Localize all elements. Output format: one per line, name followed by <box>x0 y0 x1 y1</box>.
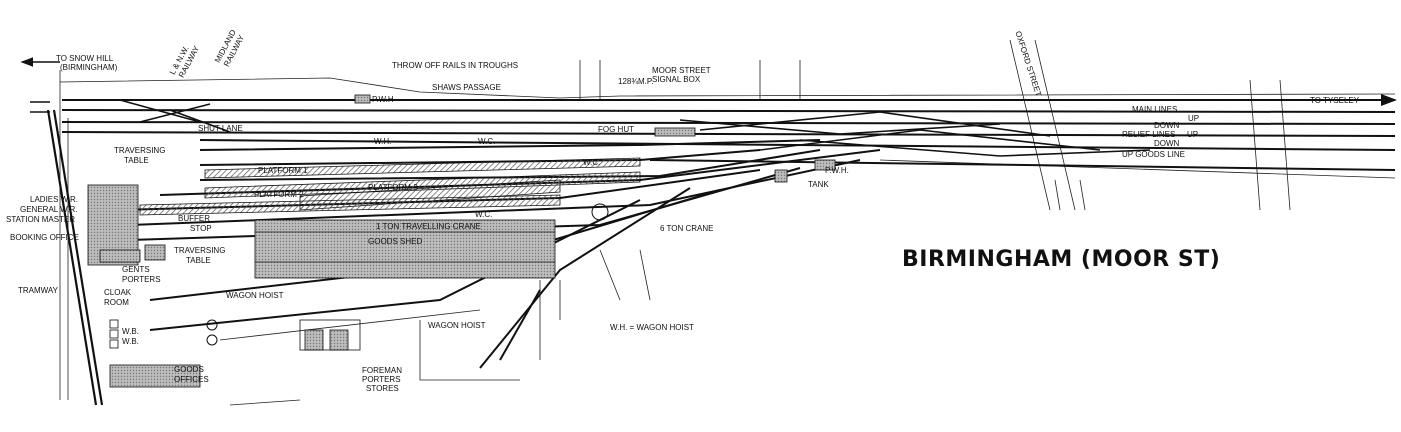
label-general-wr: GENERAL W.R. <box>20 205 78 214</box>
label-wc-1: W.C. <box>478 137 496 146</box>
map-title: BIRMINGHAM (MOOR ST) <box>902 247 1221 272</box>
label-pwh-top: P.W.H <box>372 95 394 104</box>
label-porters-2: PORTERS <box>362 375 401 384</box>
label-gents: GENTS <box>122 265 150 274</box>
platforms <box>139 157 641 216</box>
label-platform-3: PLATFORM 3 <box>368 183 418 192</box>
label-goods: GOODS <box>174 365 204 374</box>
label-down-2: DOWN <box>1154 139 1180 148</box>
label-to-snow-hill: TO SNOW HILL <box>56 54 114 63</box>
street-boundaries <box>59 39 1396 406</box>
label-station-master: STATION MASTER <box>6 215 76 224</box>
label-cloak: CLOAK <box>104 288 132 297</box>
tramway <box>46 109 104 406</box>
label-wc-3: W.C. <box>475 210 493 219</box>
label-pwh-tank: P.W.H. <box>825 166 849 175</box>
label-fog-hut: FOG HUT <box>598 125 634 134</box>
label-buffer: BUFFER <box>178 214 210 223</box>
label-up-goods-line: UP GOODS LINE <box>1122 150 1185 159</box>
label-wc-2: W.C. <box>583 158 601 167</box>
label-main-lines: MAIN LINES <box>1132 105 1178 114</box>
label-ladies-wr: LADIES W.R. <box>30 195 79 204</box>
label-up-2: UP <box>1187 130 1199 139</box>
label-wagon-hoist-2: WAGON HOIST <box>428 321 486 330</box>
crossovers <box>119 99 1151 157</box>
label-1-ton-crane: 1 TON TRAVELLING CRANE <box>376 222 481 231</box>
label-tramway: TRAMWAY <box>18 286 58 295</box>
label-goods-shed: GOODS SHED <box>368 237 423 246</box>
label-tank: TANK <box>808 180 829 189</box>
label-wagon-hoist-1: WAGON HOIST <box>226 291 284 300</box>
westward-arrows <box>20 57 60 113</box>
label-stop: STOP <box>190 224 212 233</box>
label-porters: PORTERS <box>122 275 161 284</box>
label-foreman: FOREMAN <box>362 366 402 375</box>
main-running-lines <box>61 94 1397 171</box>
platform-2 <box>204 171 641 199</box>
label-traversing-table-2: TABLE <box>124 156 149 165</box>
label-6-ton-crane: 6 TON CRANE <box>660 224 714 233</box>
label-milepost: 128¾M.P. <box>618 77 654 86</box>
label-down-1: DOWN <box>1154 121 1180 130</box>
goods-shed <box>254 219 556 279</box>
label-signal-box: SIGNAL BOX <box>652 75 701 84</box>
platform-1 <box>204 157 641 179</box>
label-room: ROOM <box>104 298 129 307</box>
label-shut-lane: SHUT LANE <box>198 124 243 133</box>
label-throw-off-rails: THROW OFF RAILS IN TROUGHS <box>392 61 519 70</box>
label-to-tyseley: TO TYSELEY <box>1310 96 1360 105</box>
label-platform-2: PLATFORM 2 <box>254 190 304 199</box>
label-wb-1: W.B. <box>122 327 139 336</box>
label-offices: OFFICES <box>174 375 209 384</box>
label-moor-street: MOOR STREET <box>652 66 711 75</box>
label-wb-2: W.B. <box>122 337 139 346</box>
label-relief-lines: RELIEF LINES <box>1122 130 1176 139</box>
label-birmingham: (BIRMINGHAM) <box>60 63 118 72</box>
label-up-1: UP <box>1188 114 1200 123</box>
station-building <box>87 94 836 388</box>
label-traversing-table: TRAVERSING <box>114 146 166 155</box>
label-booking-office: BOOKING OFFICE <box>10 233 79 242</box>
label-platform-1: PLATFORM 1 <box>258 166 308 175</box>
label-shaws-passage: SHAWS PASSAGE <box>432 83 501 92</box>
crane-markers <box>206 203 609 346</box>
label-wh-legend: W.H. = WAGON HOIST <box>610 323 694 332</box>
label-wh: W.H. <box>374 137 392 146</box>
label-traversing-table-b: TRAVERSING <box>174 246 226 255</box>
label-stores: STORES <box>366 384 399 393</box>
label-traversing-table-b-2: TABLE <box>186 256 211 265</box>
